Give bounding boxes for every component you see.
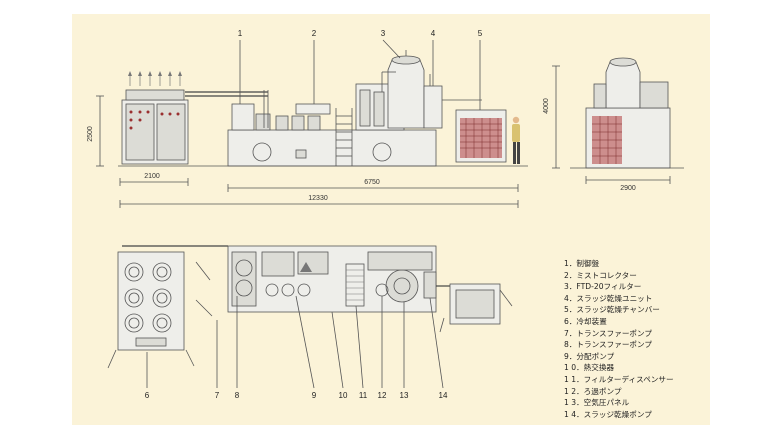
callouts-top: 1 2 3 4 5 [238, 29, 483, 110]
legend-item: 1 4．スラッジ乾燥ポンプ [564, 409, 652, 419]
callout-6: 6 [145, 391, 150, 400]
unit-skid [227, 129, 437, 167]
callout-9: 9 [312, 391, 317, 400]
callouts-bottom: 6 7 8 9 10 11 12 13 14 [145, 295, 448, 400]
legend-item: 3．FTD-20フィルター [564, 282, 642, 292]
exhaust-arrows [129, 74, 181, 86]
callout-13: 13 [400, 391, 409, 400]
legend-item: 7．トランスファーポンプ [564, 328, 652, 338]
legend-item: 1 1．フィルターディスペンサー [564, 374, 674, 384]
callout-7: 7 [215, 391, 220, 400]
callout-1: 1 [238, 29, 243, 38]
legend-item: 1．制御盤 [564, 259, 600, 268]
side-elevation: 4000 2900 [543, 57, 684, 192]
ftd20-filter [387, 59, 425, 129]
callout-8: 8 [235, 391, 240, 400]
legend-item: 6．冷却装置 [564, 316, 607, 326]
legend-item: 4．スラッジ乾燥ユニット [564, 293, 653, 303]
dim-height-right: 4000 [543, 98, 550, 114]
callout-10: 10 [339, 391, 348, 400]
callout-5: 5 [478, 29, 483, 38]
legend-item: 8．トランスファーポンプ [564, 340, 652, 350]
legend-item: 2．ミストコレクター [564, 270, 637, 280]
plan-view: 6 7 8 9 10 11 12 13 14 [107, 245, 513, 400]
legend-item: 1 0．熱交換器 [564, 363, 615, 373]
legend-item: 1 2．ろ過ポンプ [564, 386, 622, 396]
callout-11: 11 [359, 391, 368, 400]
callout-4: 4 [431, 29, 436, 38]
dim-width-unit: 6750 [364, 179, 380, 186]
dim-width-side: 2900 [620, 185, 636, 192]
legend-item: 9．分配ポンプ [564, 351, 615, 361]
cooling-unit-plan [117, 251, 185, 351]
legend-item: 1 3．空気圧パネル [564, 398, 630, 408]
parts-legend: 1．制御盤 2．ミストコレクター 3．FTD-20フィルター 4．スラッジ乾燥ユ… [564, 258, 674, 420]
legend-item: 5．スラッジ乾燥チャンバー [564, 305, 660, 315]
dim-height-left: 2500 [87, 126, 94, 142]
dim-width-total: 12330 [308, 195, 328, 202]
callout-14: 14 [439, 391, 448, 400]
front-elevation: 2500 2100 6750 12330 1 2 3 4 5 [87, 29, 528, 208]
ladder [335, 108, 353, 166]
sludge-drying-unit [423, 85, 443, 129]
dimension-lines [96, 95, 519, 208]
human-figure [512, 116, 520, 164]
dim-width-control: 2100 [144, 173, 160, 180]
callout-2: 2 [312, 29, 317, 38]
callout-12: 12 [378, 391, 387, 400]
cooling-fans [124, 262, 172, 333]
callout-3: 3 [381, 29, 386, 38]
